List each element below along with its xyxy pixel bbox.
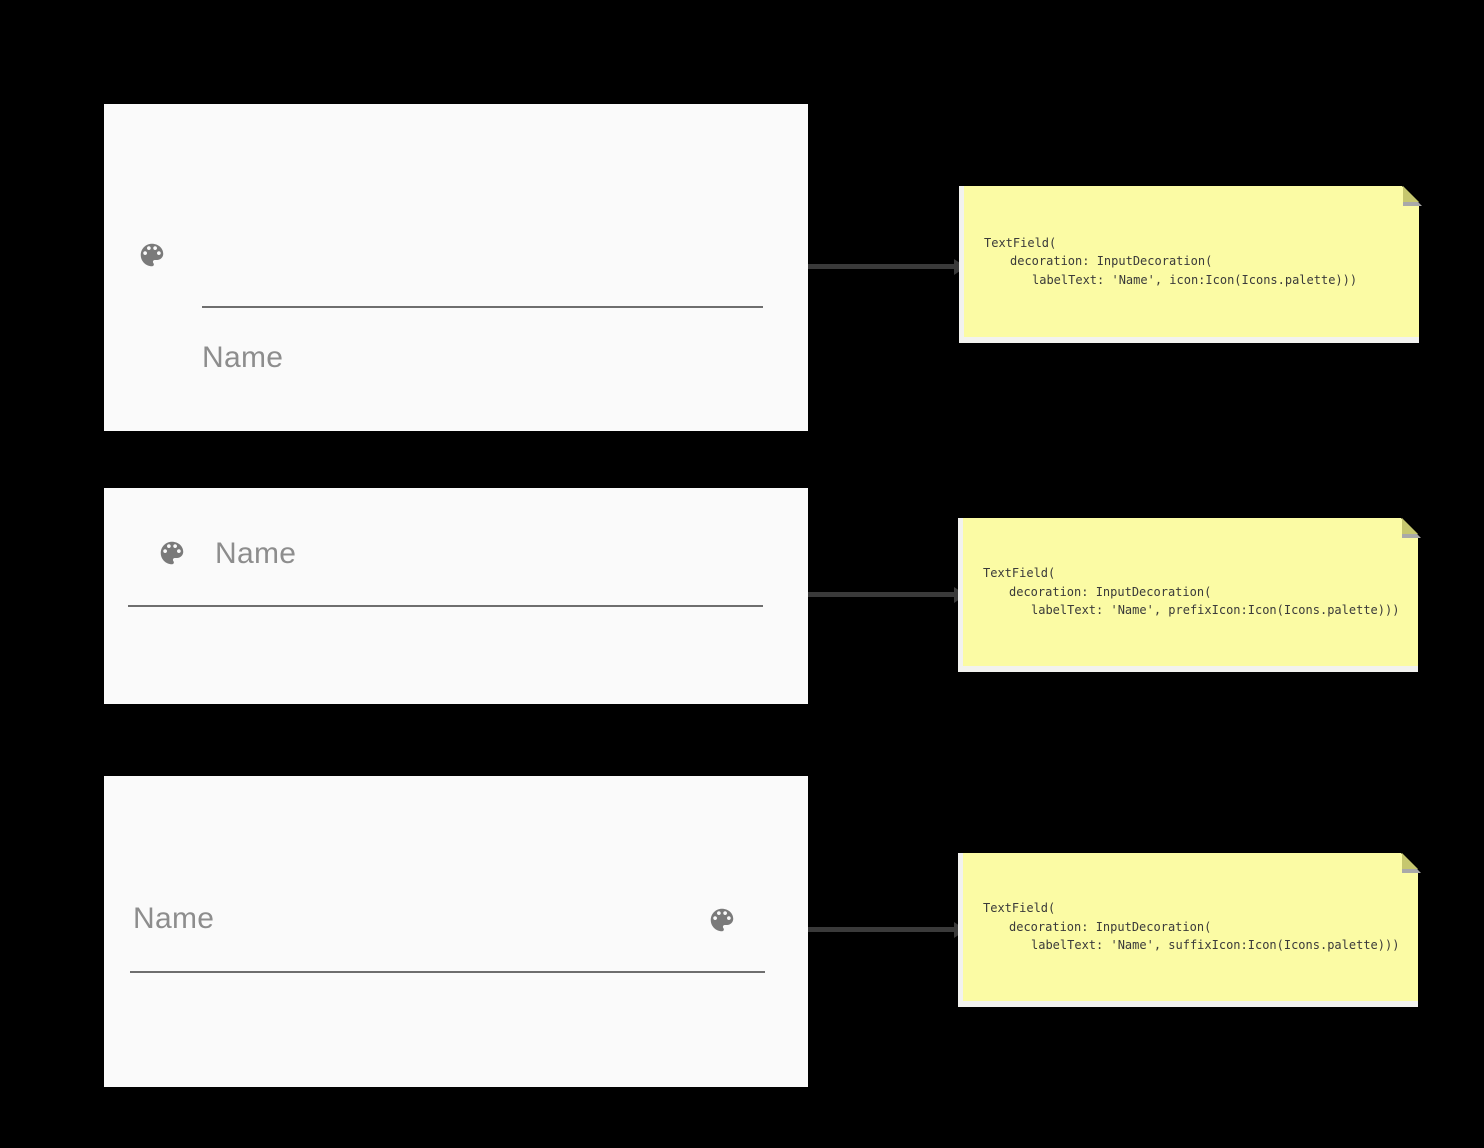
- code-line: TextField(: [983, 566, 1056, 581]
- connector-arrow: [808, 258, 966, 275]
- code-line: decoration: InputDecoration(: [1010, 254, 1213, 269]
- palette-icon: [137, 240, 167, 270]
- textfield-underline[interactable]: [202, 306, 763, 308]
- code-line: decoration: InputDecoration(: [1009, 919, 1212, 934]
- textfield-demo-card: Name: [104, 488, 808, 704]
- textfield-demo-card: Name: [104, 776, 808, 1087]
- textfield-label[interactable]: Name: [215, 537, 297, 570]
- code-note: TextField( decoration: InputDecoration( …: [958, 518, 1421, 672]
- palette-icon: [157, 538, 187, 568]
- textfield-underline[interactable]: [130, 971, 765, 973]
- code-line: decoration: InputDecoration(: [1009, 584, 1212, 599]
- code-line: labelText: 'Name', prefixIcon:Icon(Icons…: [1031, 603, 1400, 618]
- textfield-underline[interactable]: [128, 605, 763, 607]
- textfield-demo-card: Name: [104, 104, 808, 431]
- code-note: TextField( decoration: InputDecoration( …: [959, 186, 1422, 343]
- code-line: TextField(: [984, 235, 1057, 250]
- textfield-label[interactable]: Name: [133, 902, 215, 935]
- code-line: labelText: 'Name', suffixIcon:Icon(Icons…: [1031, 938, 1400, 953]
- connector-arrow: [808, 921, 966, 938]
- connector-arrow: [808, 586, 966, 603]
- code-note: TextField( decoration: InputDecoration( …: [958, 853, 1421, 1007]
- textfield-label[interactable]: Name: [202, 341, 284, 374]
- code-line: TextField(: [983, 901, 1056, 916]
- palette-icon: [707, 905, 737, 935]
- code-line: labelText: 'Name', icon:Icon(Icons.palet…: [1032, 272, 1358, 287]
